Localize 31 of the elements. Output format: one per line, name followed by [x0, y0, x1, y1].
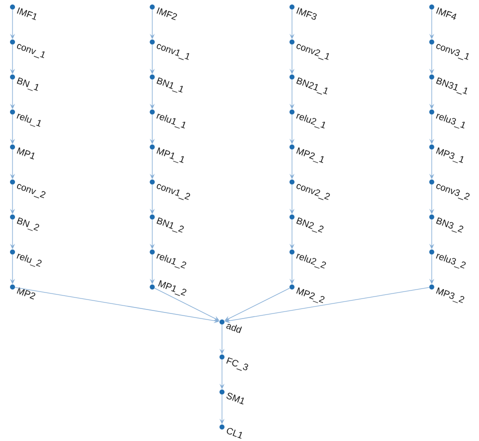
node-label: MP3_2 [436, 287, 464, 304]
node-label: conv_1 [17, 44, 45, 58]
node-label: MP2_2 [296, 287, 324, 304]
node-label: FC_3 [226, 357, 248, 371]
node-label: relu3_1 [436, 114, 465, 129]
node-label: MP2_1 [296, 147, 324, 164]
node-label: relu3_2 [436, 254, 466, 269]
node-label: MP3_1 [436, 147, 464, 164]
node-label: relu_2 [16, 254, 42, 267]
node-label: CL1 [226, 428, 242, 439]
node-label: IMF3 [296, 7, 317, 20]
node-label: relu1_1 [156, 114, 186, 129]
node-label: SM1 [226, 392, 244, 404]
node-label: relu1_2 [156, 254, 186, 269]
node-label: MP1 [16, 147, 34, 160]
node-label: BN1_1 [156, 77, 183, 93]
node-label: IMF4 [436, 7, 456, 20]
node-label: add [226, 324, 242, 334]
node-label: BN_2 [16, 217, 40, 232]
node-label: MP2 [16, 287, 36, 300]
node-label: BN2_2 [296, 217, 324, 233]
node-label: relu2_1 [296, 114, 326, 129]
node-label: BN1_2 [156, 217, 184, 233]
node-label: IMF1 [16, 7, 36, 20]
node-label: relu2_2 [296, 254, 326, 269]
node-label: MP1_1 [156, 147, 184, 164]
node-label: BN3_2 [436, 217, 464, 233]
node-label: BN_1 [16, 77, 38, 92]
node-label: IMF2 [156, 7, 177, 20]
node-label: relu_1 [16, 114, 41, 127]
node-label: conv_2 [17, 184, 46, 198]
